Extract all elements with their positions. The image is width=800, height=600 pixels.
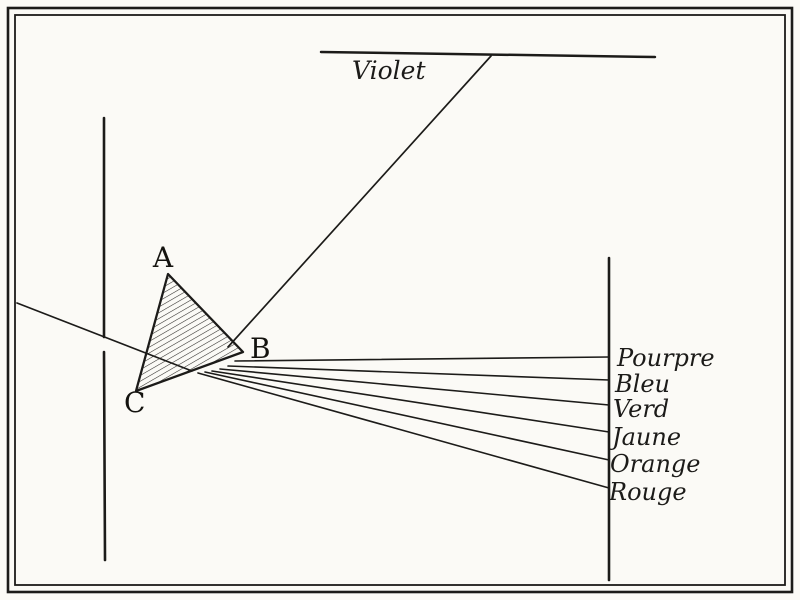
ray-rouge — [197, 372, 610, 489]
top-screen-line — [319, 50, 657, 59]
label-violet: Violet — [352, 56, 426, 85]
ray-bleu — [227, 365, 610, 381]
vertex-label-a: A — [152, 241, 174, 274]
label-verd: Verd — [613, 395, 669, 423]
ray-pourpre — [234, 356, 610, 362]
label-jaune: Jaune — [607, 423, 681, 451]
ray-orange — [204, 371, 610, 461]
ray-verd — [219, 368, 610, 406]
left-screen-lower — [102, 350, 107, 562]
prism-triangle — [134, 272, 245, 393]
violet-ray — [227, 55, 492, 348]
label-pourpre: Pourpre — [616, 344, 715, 372]
label-rouge: Rouge — [608, 478, 687, 506]
vertex-label-b: B — [250, 332, 271, 365]
vertex-label-c: C — [124, 386, 145, 419]
frame-outer-border — [6, 6, 794, 594]
frame-inner-border — [14, 14, 786, 586]
label-orange: Orange — [610, 450, 700, 478]
label-bleu: Bleu — [614, 370, 670, 398]
ray-jaune — [211, 370, 610, 433]
